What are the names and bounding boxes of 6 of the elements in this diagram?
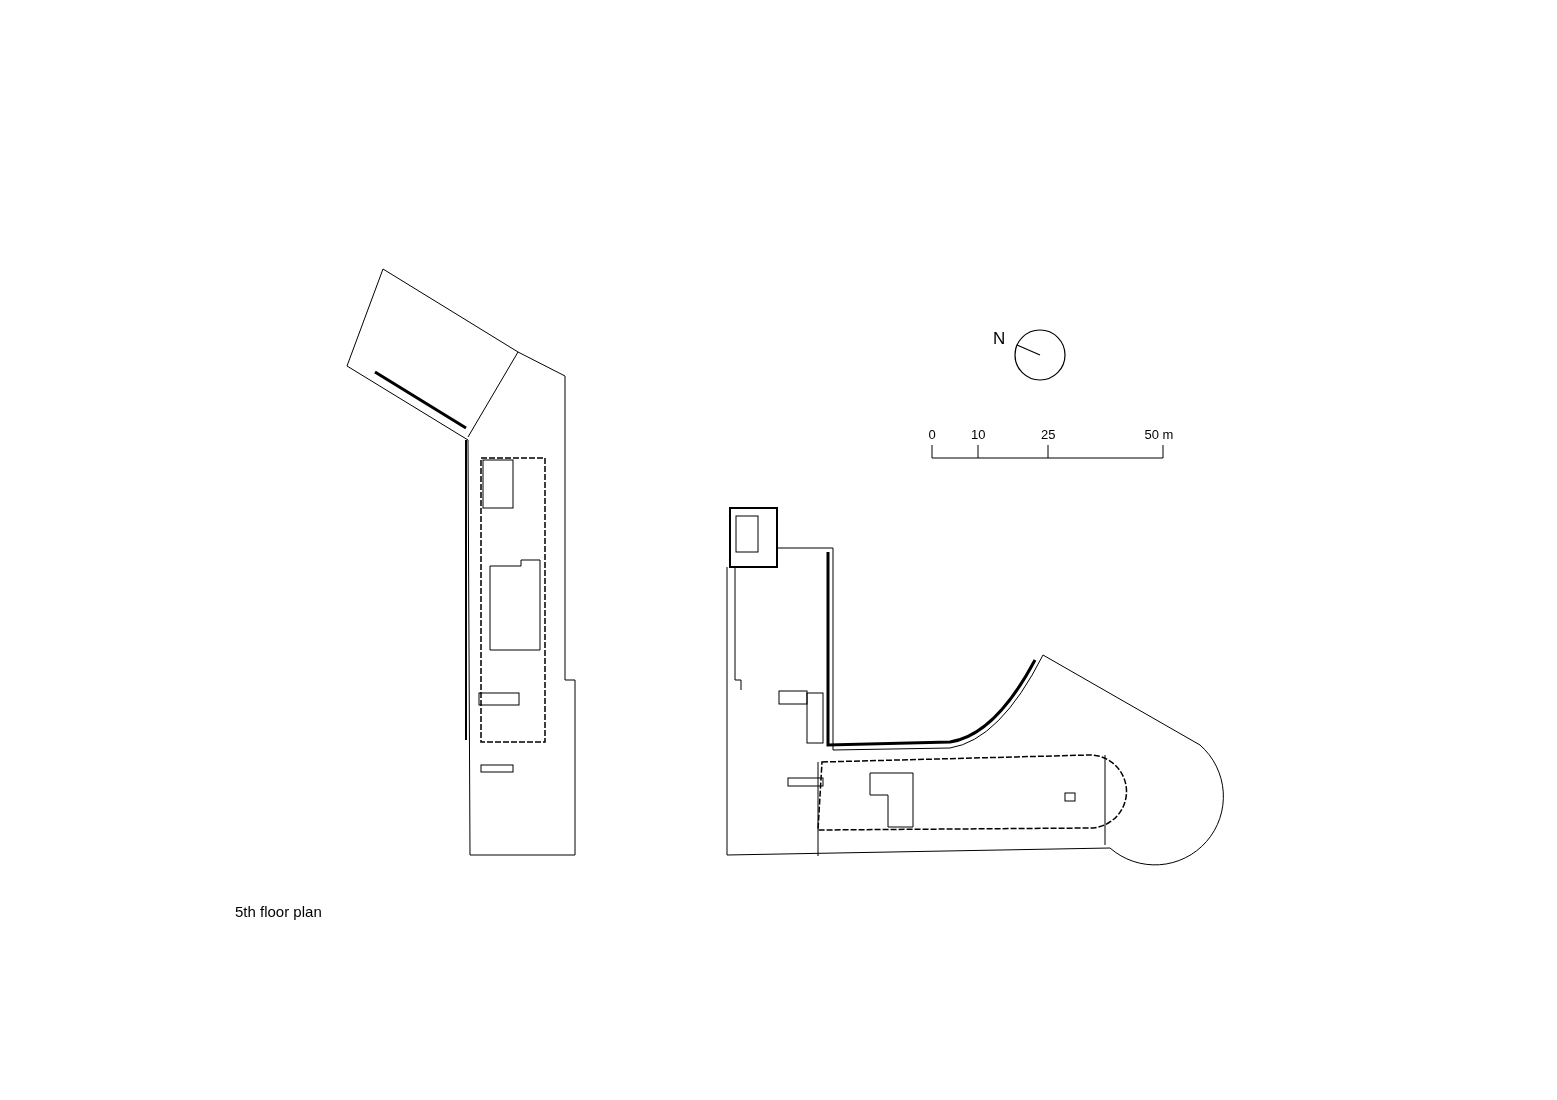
north-label: N <box>993 331 1006 347</box>
scale-label: 10 <box>971 427 986 443</box>
scale-label: 25 <box>1041 427 1056 443</box>
caption: 5th floor plan <box>235 904 322 920</box>
scale-label: 50 m <box>1144 427 1174 443</box>
scale-label: 0 <box>928 427 936 443</box>
